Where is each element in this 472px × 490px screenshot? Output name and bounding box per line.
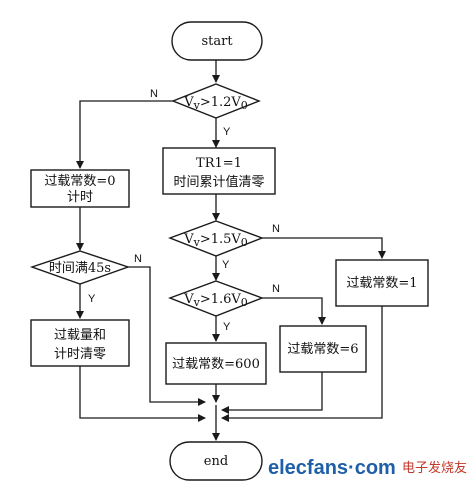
box-600-label: 过载常数=600 — [172, 357, 260, 372]
connectors — [76, 60, 386, 441]
arrow-6-to-merge — [221, 372, 323, 414]
decision-time-45s: 时间满45s — [29, 250, 131, 285]
watermark-brand: elecfans·com — [268, 457, 396, 479]
decision-vv-1-5-label: Vv>1.5V0 — [183, 232, 248, 249]
label-n-dec1: N — [150, 88, 158, 100]
process-overload-const-600: 过载常数=600 — [165, 342, 267, 385]
label-n-dec3: N — [272, 283, 280, 295]
end-label: end — [204, 454, 228, 469]
process-overload-const-0: 过载常数=0 计时 — [30, 169, 130, 208]
process-overload-const-6: 过载常数=6 — [279, 325, 367, 373]
branch-labels: N Y N Y N Y N Y — [88, 88, 280, 333]
label-y-dec1: Y — [223, 126, 231, 138]
decision-time-label: 时间满45s — [49, 261, 111, 276]
process-clear-overload: 过载量和 计时清零 — [30, 319, 130, 367]
label-n-time: N — [134, 253, 142, 265]
watermark-logo: elecfans·com 电子发烧友 — [268, 457, 467, 479]
left2-line1: 过载量和 — [54, 328, 106, 343]
decision-vv-1-2: Vv>1.2V0 — [171, 83, 261, 119]
end-terminator: end — [169, 441, 263, 481]
decision-vv-1-5: Vv>1.5V0 — [168, 220, 264, 257]
left2-line2: 计时清零 — [54, 347, 106, 362]
start-terminator: start — [171, 21, 263, 61]
decision-vv-1-6: Vv>1.6V0 — [168, 280, 264, 317]
label-n-dec2: N — [272, 223, 280, 235]
arrow-dec2-no — [262, 237, 386, 259]
decision-vv-1-2-label: Vv>1.2V0 — [183, 95, 248, 112]
start-label: start — [201, 34, 233, 49]
tr1-line2: 时间累计值清零 — [173, 174, 264, 190]
arrow-left2-to-merge — [79, 366, 206, 422]
box-1-label: 过载常数=1 — [346, 276, 417, 291]
box-6-label: 过载常数=6 — [287, 342, 358, 357]
process-overload-const-1: 过载常数=1 — [335, 259, 429, 307]
label-y-dec3: Y — [223, 321, 231, 333]
tr1-line1: TR1=1 — [196, 156, 242, 171]
left1-line2: 计时 — [67, 190, 93, 205]
decision-vv-1-6-label: Vv>1.6V0 — [183, 292, 248, 309]
label-y-dec2: Y — [222, 259, 230, 271]
arrow-time-no — [128, 266, 206, 406]
watermark-cn: 电子发烧友 — [402, 460, 467, 476]
arrow-dec3-no — [262, 297, 326, 325]
left1-line1: 过载常数=0 — [44, 174, 115, 189]
arrow-1-to-merge — [221, 306, 383, 422]
label-y-time: Y — [88, 293, 96, 305]
arrow-dec1-no — [76, 100, 173, 169]
process-tr1-reset: TR1=1 时间累计值清零 — [162, 147, 276, 195]
